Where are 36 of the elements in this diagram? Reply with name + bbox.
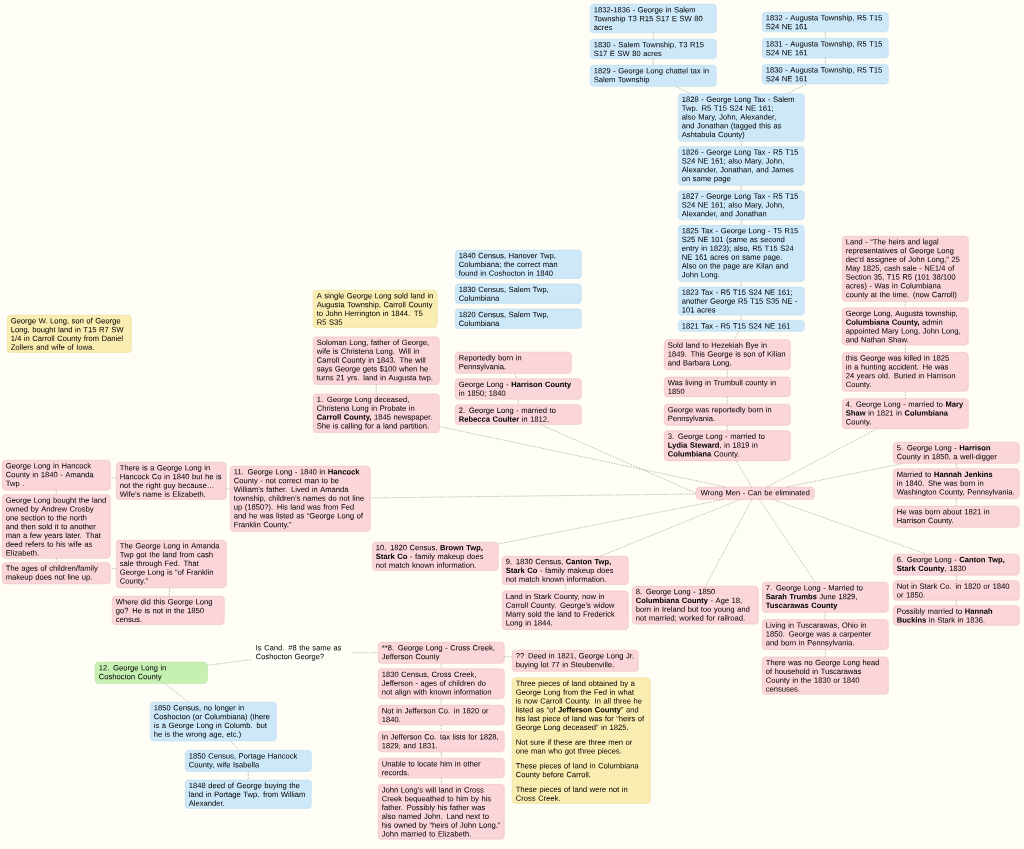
connector-line — [498, 499, 724, 545]
connector-line — [825, 612, 826, 620]
connector-line — [786, 463, 903, 488]
connector-line — [759, 499, 816, 583]
connector-line — [735, 460, 752, 488]
connector-line — [675, 86, 691, 94]
connector-line — [956, 600, 957, 606]
connector-line — [439, 426, 726, 488]
connector-line — [168, 587, 170, 597]
connector-line — [540, 424, 697, 494]
connector-line — [352, 652, 379, 653]
connector-line — [787, 84, 807, 94]
connector-line — [600, 499, 740, 557]
connector-line — [825, 31, 826, 39]
connector-line — [767, 428, 877, 488]
connector-line — [741, 185, 742, 191]
connector-line — [734, 331, 739, 340]
connector-line — [741, 219, 742, 226]
connector-line — [773, 499, 927, 555]
connector-line — [207, 659, 253, 666]
connector-line — [727, 425, 728, 431]
connector-line — [825, 649, 826, 657]
connector-line — [825, 57, 826, 65]
connector-line — [705, 499, 753, 587]
connector-line — [956, 575, 957, 581]
connector-line — [376, 384, 377, 394]
connector-line — [230, 740, 239, 751]
connector-line — [441, 777, 442, 785]
connector-line — [164, 683, 189, 703]
connector-line — [110, 568, 117, 570]
connector-line — [741, 315, 742, 321]
connector-line — [741, 141, 742, 147]
connector-line — [504, 656, 513, 658]
connector-line — [905, 345, 906, 353]
connector-line — [370, 493, 697, 499]
connector-line — [905, 391, 906, 399]
